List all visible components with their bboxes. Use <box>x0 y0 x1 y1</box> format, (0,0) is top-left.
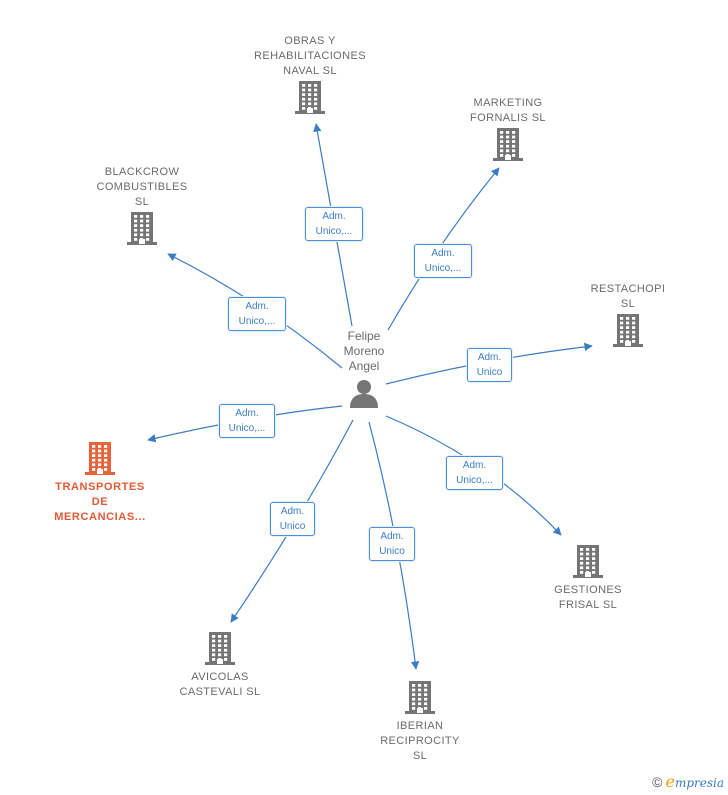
person-icon <box>350 380 378 408</box>
company-node-avicolas[interactable]: AVICOLAS CASTEVALI SL <box>150 630 290 700</box>
role-badge-restachopi[interactable]: Adm. Unico <box>467 348 512 382</box>
copyright-symbol: © <box>652 774 663 790</box>
building-icon <box>205 632 235 665</box>
company-label: MARKETING FORNALIS SL <box>470 97 546 124</box>
company-node-marketing[interactable]: MARKETING FORNALIS SL <box>438 96 578 162</box>
company-label: GESTIONES FRISAL SL <box>554 584 622 611</box>
company-label: IBERIAN RECIPROCITY SL <box>380 720 460 762</box>
role-badge-blackcrow[interactable]: Adm. Unico,... <box>228 297 286 331</box>
brand-mark: e <box>665 772 675 791</box>
company-label: AVICOLAS CASTEVALI SL <box>179 671 261 698</box>
company-label: TRANSPORTES DE MERCANCIAS... <box>54 481 146 523</box>
company-label: OBRAS Y REHABILITACIONES NAVAL SL <box>254 35 366 77</box>
building-icon <box>295 81 325 114</box>
company-label: RESTACHOPI SL <box>590 283 666 310</box>
company-node-gestiones[interactable]: GESTIONES FRISAL SL <box>518 543 658 613</box>
role-badge-avicolas[interactable]: Adm. Unico <box>270 502 315 536</box>
role-badge-iberian[interactable]: Adm. Unico <box>369 527 415 561</box>
company-node-obras[interactable]: OBRAS Y REHABILITACIONES NAVAL SL <box>240 34 380 115</box>
company-node-blackcrow[interactable]: BLACKCROW COMBUSTIBLES SL <box>72 165 212 246</box>
role-badge-obras[interactable]: Adm. Unico,... <box>305 207 363 241</box>
building-icon <box>573 545 603 578</box>
brand-name: mpresia <box>674 776 724 790</box>
building-icon <box>127 212 157 245</box>
role-badge-marketing[interactable]: Adm. Unico,... <box>414 244 472 278</box>
company-node-transportes[interactable]: TRANSPORTES DE MERCANCIAS... <box>30 440 170 525</box>
brand-logo[interactable]: ©empresia <box>652 772 724 791</box>
building-icon <box>493 128 523 161</box>
role-badge-transportes[interactable]: Adm. Unico,... <box>219 404 275 438</box>
person-node[interactable]: Felipe Moreno Angel <box>324 329 404 408</box>
building-icon <box>85 442 115 475</box>
person-name: Felipe Moreno Angel <box>343 329 385 373</box>
role-badge-gestiones[interactable]: Adm. Unico,... <box>446 456 503 490</box>
company-node-restachopi[interactable]: RESTACHOPI SL <box>558 282 698 348</box>
company-node-iberian[interactable]: IBERIAN RECIPROCITY SL <box>350 679 490 764</box>
building-icon <box>405 681 435 714</box>
building-icon <box>613 314 643 347</box>
company-label: BLACKCROW COMBUSTIBLES SL <box>96 166 188 208</box>
